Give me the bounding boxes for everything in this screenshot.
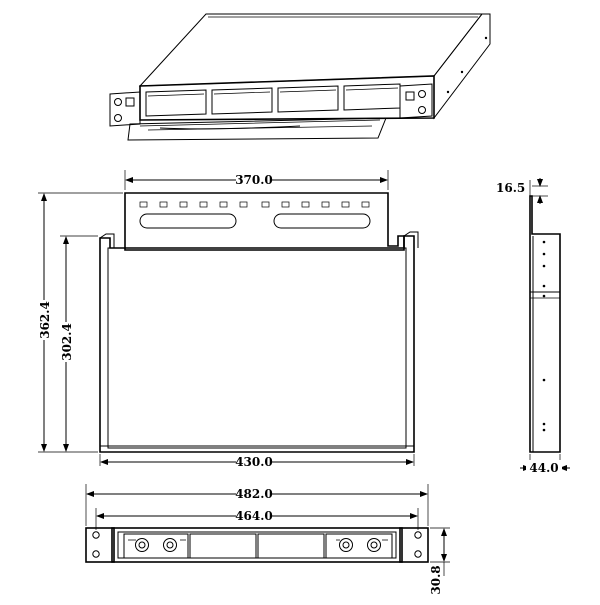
main-body-inner: [107, 247, 407, 449]
iso-window-2: [211, 87, 273, 115]
oval-slot-left: [139, 213, 237, 229]
front-left-ear: [85, 527, 115, 563]
front-compartment-4: [325, 533, 393, 559]
iso-left-ear: [109, 91, 141, 127]
iso-window-3: [277, 85, 339, 113]
front-body: [111, 527, 403, 563]
dim-body-depth: 302.4: [60, 323, 74, 361]
isometric-view: [109, 13, 491, 141]
dim-side-lip: 16.5: [496, 181, 525, 195]
main-body-outline: [99, 235, 415, 453]
slot-row: [139, 201, 370, 208]
dim-side-height: 44.0: [529, 461, 558, 475]
iso-right-side: [433, 13, 491, 120]
iso-top-face: [138, 13, 484, 87]
front-compartment-2: [189, 533, 257, 559]
oval-slot-right: [273, 213, 371, 229]
dim-front-mount-width: 464.0: [235, 509, 273, 523]
iso-right-ear-hole-bottom: [418, 106, 426, 114]
front-view: 482.0 464.0 30.8: [85, 484, 450, 595]
side-view-outline: [529, 195, 561, 453]
iso-tray: [127, 117, 387, 141]
top-bracket: [124, 192, 405, 249]
front-compartment-3: [257, 533, 325, 559]
front-compartment-1: [123, 533, 189, 559]
iso-left-ear-hole-bottom: [114, 114, 122, 122]
side-view: 16.5 44.0: [496, 178, 570, 475]
top-view: 370.0 362.4 302.4 430.0: [36, 170, 419, 469]
iso-left-ear-hole-top: [114, 98, 122, 106]
dim-overall-depth: 362.4: [38, 301, 52, 339]
iso-front-panel: [139, 75, 435, 121]
iso-right-ear-hole-top: [418, 90, 426, 98]
dim-front-height: 30.8: [429, 565, 443, 594]
iso-right-ear: [399, 83, 433, 119]
iso-window-1: [145, 89, 207, 117]
dim-top-width: 370.0: [235, 173, 273, 187]
front-right-ear: [399, 527, 429, 563]
dim-body-width: 430.0: [235, 455, 273, 469]
dim-front-overall-width: 482.0: [235, 487, 273, 501]
